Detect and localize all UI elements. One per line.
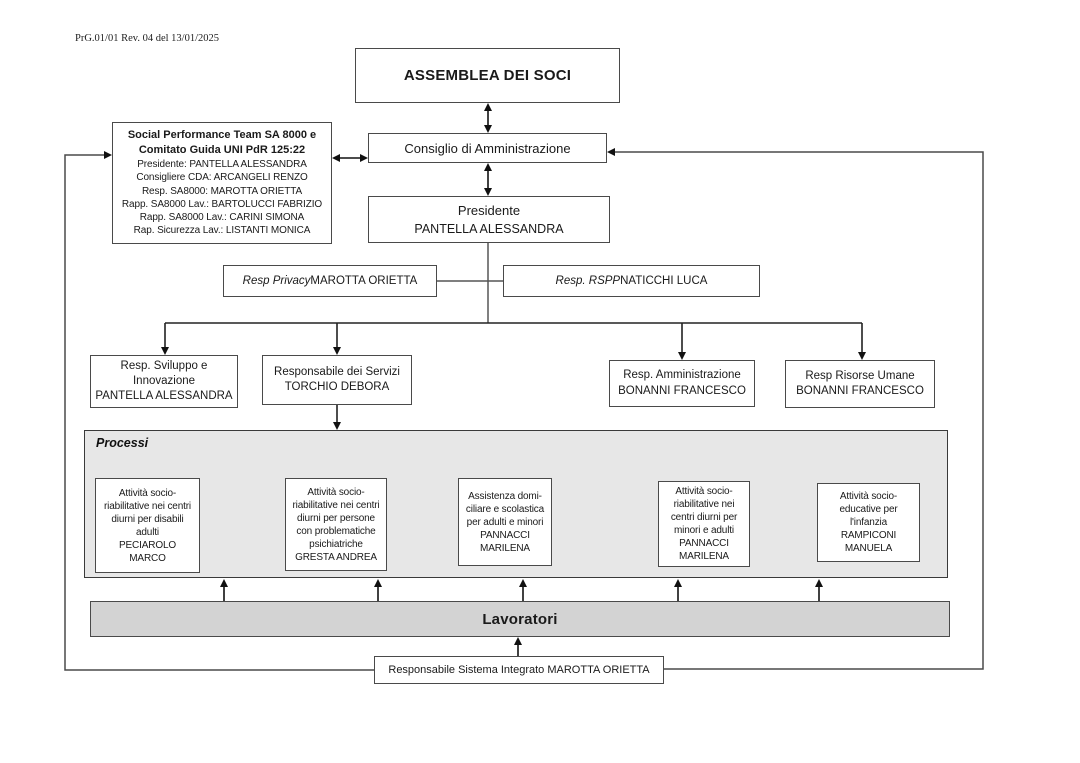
process-box-minori-adulti: Attività socio- riabilitative nei centri…: [658, 481, 750, 567]
resp-rspp-role: Resp. RSPP: [555, 275, 621, 287]
resp-privacy-box: Resp Privacy MAROTTA ORIETTA: [223, 265, 437, 297]
process-box-infanzia: Attività socio- educative per l'infanzia…: [817, 483, 920, 562]
processi-label: Processi: [96, 436, 149, 450]
consiglio-label: Consiglio di Amministrazione: [404, 140, 571, 156]
assemblea-box: ASSEMBLEA DEI SOCI: [355, 48, 620, 103]
resp-privacy-name: MAROTTA ORIETTA: [310, 275, 418, 287]
resp-rspp-box: Resp. RSPP NATICCHI LUCA: [503, 265, 760, 297]
assemblea-consiglio-arrow: [484, 103, 492, 133]
resp-sviluppo-box: Resp. Sviluppo e Innovazione PANTELLA AL…: [90, 355, 238, 408]
consiglio-box: Consiglio di Amministrazione: [368, 133, 607, 163]
spt-consiglio-arrow: [332, 154, 368, 162]
presidente-name: PANTELLA ALESSANDRA: [414, 221, 564, 236]
resp-rspp-name: NATICCHI LUCA: [620, 275, 708, 287]
spt-title: Social Performance Team SA 8000 e Comita…: [127, 129, 317, 156]
resp-risorse-umane-box: Resp Risorse Umane BONANNI FRANCESCO: [785, 360, 935, 408]
spt-members: Presidente: PANTELLA ALESSANDRA Consigli…: [121, 158, 323, 237]
lavoratori-up-arrows: [220, 579, 823, 601]
process-box-disabili-adulti: Attività socio- riabilitative nei centri…: [95, 478, 200, 573]
lavoratori-label: Lavoratori: [482, 610, 558, 628]
social-performance-team-box: Social Performance Team SA 8000 e Comita…: [112, 122, 332, 244]
sistema-integrato-label: Responsabile Sistema Integrato MAROTTA O…: [388, 664, 650, 676]
presidente-role: Presidente: [457, 202, 521, 218]
resp-amministrazione-box: Resp. Amministrazione BONANNI FRANCESCO: [609, 360, 755, 407]
sistema-up-arrow: [514, 637, 522, 656]
consiglio-presidente-arrow: [484, 163, 492, 196]
presidente-box: Presidente PANTELLA ALESSANDRA: [368, 196, 610, 243]
resp-privacy-role: Resp Privacy: [242, 275, 311, 287]
sistema-integrato-box: Responsabile Sistema Integrato MAROTTA O…: [374, 656, 664, 684]
lavoratori-bar: Lavoratori: [90, 601, 950, 637]
resp-servizi-box: Responsabile dei Servizi TORCHIO DEBORA: [262, 355, 412, 405]
process-box-assistenza-domiciliare: Assistenza domi- ciliare e scolastica pe…: [458, 478, 552, 566]
document-reference: PrG.01/01 Rev. 04 del 13/01/2025: [75, 33, 219, 44]
feedback-loop-right: [607, 148, 984, 670]
process-box-psichiatriche: Attività socio- riabilitative nei centri…: [285, 478, 387, 571]
assemblea-label: ASSEMBLEA DEI SOCI: [403, 67, 572, 84]
